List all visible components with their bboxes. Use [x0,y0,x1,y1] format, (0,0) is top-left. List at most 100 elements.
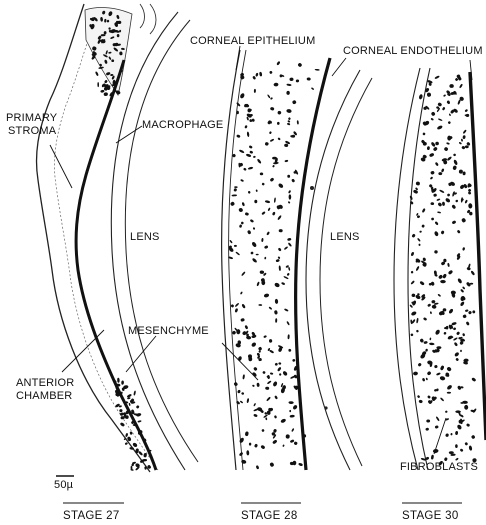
stage-30-cell [431,300,435,304]
stage-28-cell [292,359,295,362]
stage-27-cell [133,390,136,395]
stage-30-cell [445,410,448,413]
stage-27-cell [104,92,109,96]
stage-30-cell [462,247,465,251]
stage-28-cell [250,219,254,223]
stage-30-cell [439,189,445,193]
stage-28-cell [251,342,257,348]
label-corneal-epithelium: CORNEAL EPITHELIUM [190,35,315,47]
stage-30-cell [461,218,466,224]
stage-30-cell [457,385,462,390]
stage-30-cell [438,274,443,279]
stage-28-cell [239,437,245,444]
stage-28-cell [315,69,320,71]
stage-28-cell [288,190,291,194]
stage-28-cell [284,246,289,250]
stage-30-cell [431,111,436,116]
stage-30-cell [440,365,445,371]
leader-fibroblasts [434,418,446,454]
stage-30-cell [421,224,424,228]
stage-28-cell [236,102,241,107]
stage-27-cell [130,431,133,435]
stage-28-cell [284,144,288,147]
stage-30-cell [422,208,426,213]
stage-30-cell [409,195,413,200]
stage-30-cell [453,159,458,165]
stage-28-cell [272,439,278,444]
stage-30-cell [417,238,421,242]
stage-28-cell [291,178,295,182]
stage-28-cell [288,242,292,247]
stage-28-cell [265,200,271,204]
stage-30-cell [447,193,451,197]
stage-30-cell [451,322,457,326]
stage-28-cell [277,137,281,140]
stage-28-cell [254,89,256,93]
stage-30-cell [465,309,469,312]
stage-30-cell [436,372,441,376]
stage-30-cell [425,349,428,352]
stage-28-cell [236,134,241,138]
stage-28-cell [240,221,244,225]
stage-30-cell [416,330,419,333]
stage-28-small-dot-1 [310,186,314,190]
stage-27-cell [125,433,128,437]
stage-30-cell [446,366,452,372]
stage-27-cell [104,80,108,84]
stage-28-cell [252,258,258,264]
stage-27-cell [125,442,129,445]
stage-30-cell [462,135,465,139]
stage-28-cell [237,356,242,362]
stage-30-cell [426,419,430,422]
stage-30-cell [437,294,441,297]
stage-27-cell [97,82,99,87]
stage-28-cell [260,445,265,450]
stage-28-cell [264,257,266,260]
stage-28-cell [274,362,278,366]
stage-28-cell [288,267,290,271]
stage-28-cell [253,403,256,407]
stage-30-cell [455,358,459,362]
stage-30-cell [450,433,452,436]
stage-28-cell [280,418,286,423]
stage-30-cell [413,371,418,375]
stage-30-cell [410,280,415,285]
stage-28-cell [272,211,276,215]
stage-28-cell [288,401,293,404]
stage-30-cell [471,377,476,382]
stage-30-lens-arc [394,68,420,470]
stage-28-cell [246,153,252,157]
stage-28-cell [286,321,290,326]
stage-28-cell [266,231,270,235]
stage-28-cell [294,441,298,445]
stage-28-cell [253,156,256,158]
stage-28-cell [272,165,275,168]
stage-30-cell [437,202,442,207]
stage-28-cell [267,375,270,379]
stage-28-cell [257,158,262,164]
stage-28-cell [289,77,294,81]
stage-27-cell [117,378,120,383]
stage-30-cell [419,338,424,343]
stage-28-cell [229,240,233,244]
stage-28-cell [274,415,277,419]
stage-28-cell [287,123,291,126]
stage-30-cell [427,303,431,307]
stage-30-cell [427,395,431,399]
stage-30-cell [461,146,465,150]
stage-30-cell [455,410,461,413]
stage-30-cell [439,376,445,381]
stage-30-cell [447,156,453,161]
stage-28-panel [222,50,372,470]
stage-30-cell [437,211,441,213]
stage-28-cell [233,188,237,192]
stage-28-cell [248,166,254,170]
stage-30-cell [427,371,432,376]
stage-30-cell [411,311,417,317]
stage-30-cell [415,266,419,272]
stage-28-cell [258,350,261,353]
stage-27-cell [111,59,114,62]
stage-28-cell [269,131,272,134]
stage-27-cell [132,442,138,448]
leader-corneal-endothelium [332,58,346,76]
